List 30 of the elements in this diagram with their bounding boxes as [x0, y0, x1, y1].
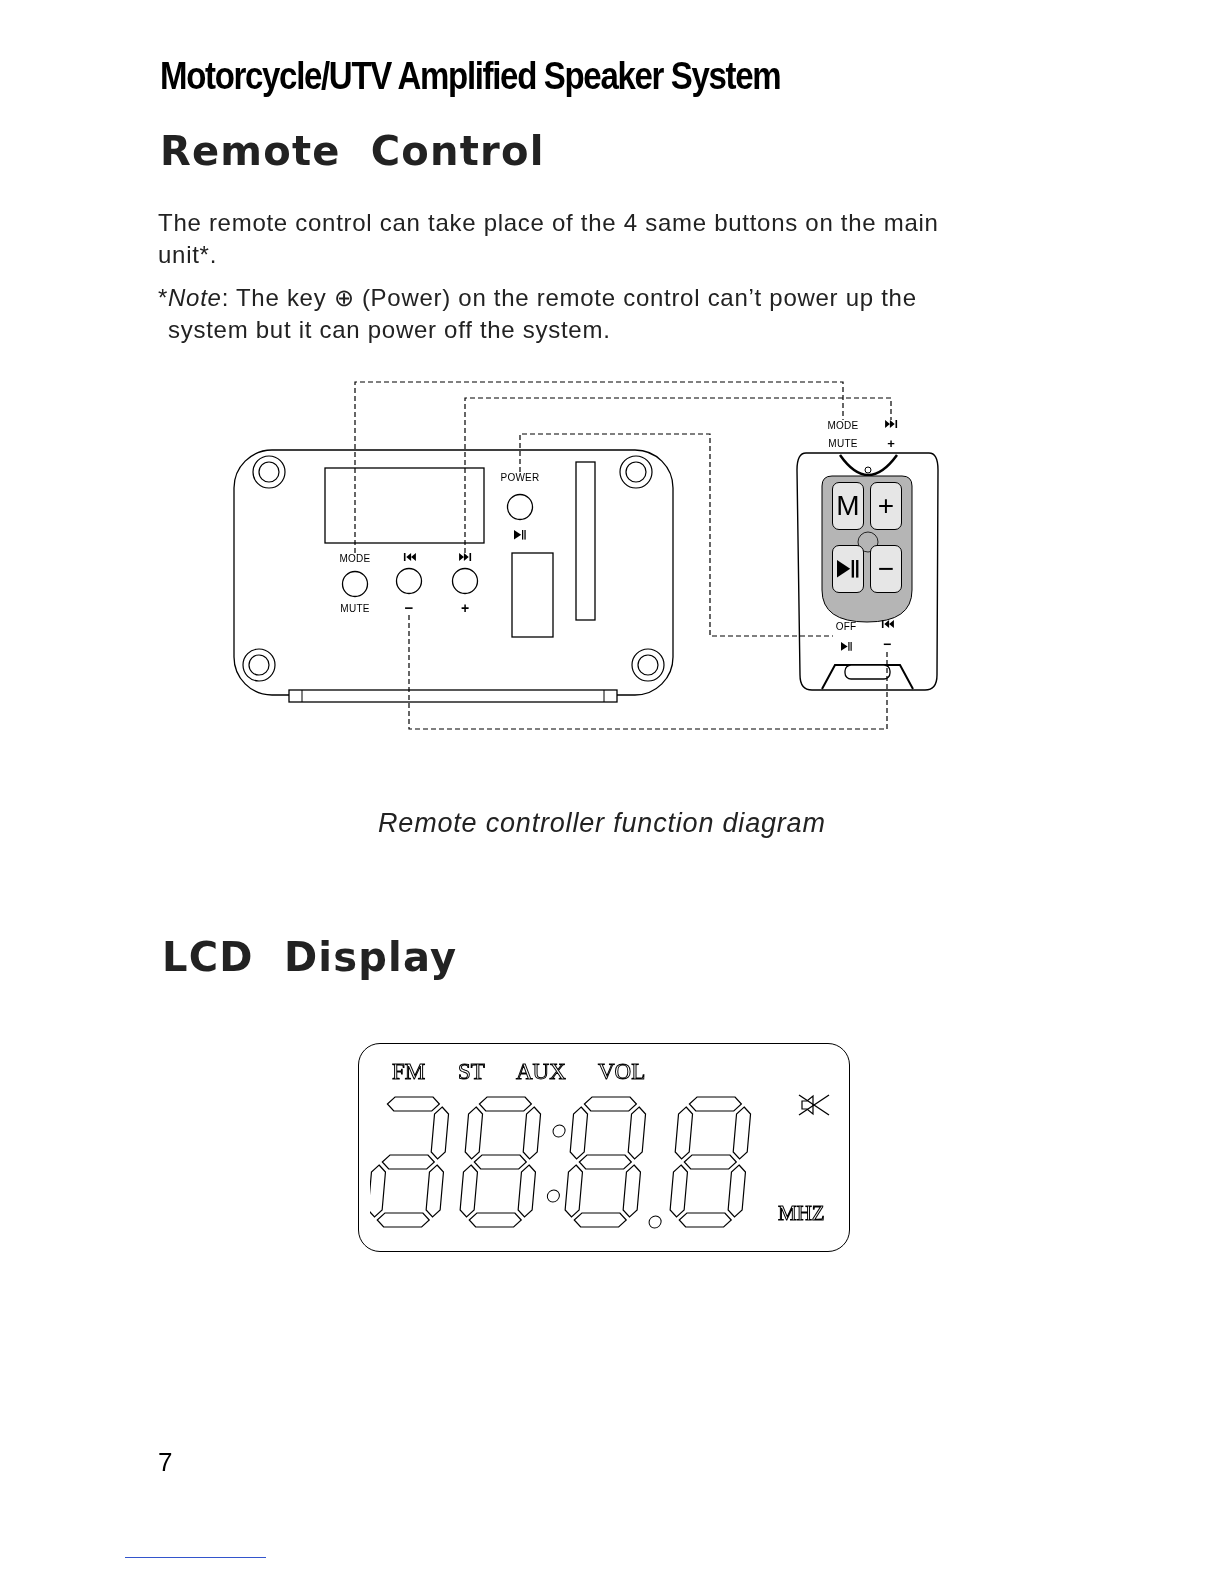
page-title: Motorcycle/UTV Amplified Speaker System: [160, 53, 781, 99]
button-label: MUTE: [340, 603, 370, 615]
dashed-connector: [519, 433, 834, 637]
button-label: MUTE: [828, 438, 858, 450]
lcd-indicator: MHZ: [778, 1200, 825, 1226]
dashed-connector: [408, 614, 888, 730]
button-label: MODE: [827, 420, 859, 432]
lcd-indicator: FM: [392, 1058, 426, 1086]
button-label: OFF: [835, 621, 857, 633]
button-label: +: [460, 601, 470, 615]
lcd-indicator: VOL: [598, 1058, 646, 1086]
section-heading: Remote Control: [160, 127, 545, 175]
button-label: −: [404, 601, 414, 615]
dashed-connector: [354, 381, 844, 554]
note-paragraph: Note: The key ⊕ (Power) on the remote control can’t power up the system but it can power off the system.: [168, 283, 918, 345]
body-paragraph: The remote control can take place of the 4 same buttons on the main unit*.: [158, 208, 940, 270]
remote-button: −: [870, 545, 902, 593]
lcd-indicator: ST: [458, 1058, 485, 1086]
button-label: +: [887, 437, 895, 450]
footnote-mark: *: [158, 283, 169, 313]
page-number: 7: [158, 1446, 173, 1478]
button-label: MODE: [339, 553, 371, 565]
figure-caption: Remote controller function diagram: [378, 807, 826, 840]
dashed-connector: [464, 397, 892, 554]
remote-button: +: [870, 482, 902, 530]
lcd-indicator: AUX: [516, 1058, 566, 1086]
section-heading: LCD Display: [162, 933, 458, 981]
button-label: −: [882, 637, 892, 651]
remote-button: M: [832, 482, 864, 530]
button-label: POWER: [500, 472, 540, 484]
